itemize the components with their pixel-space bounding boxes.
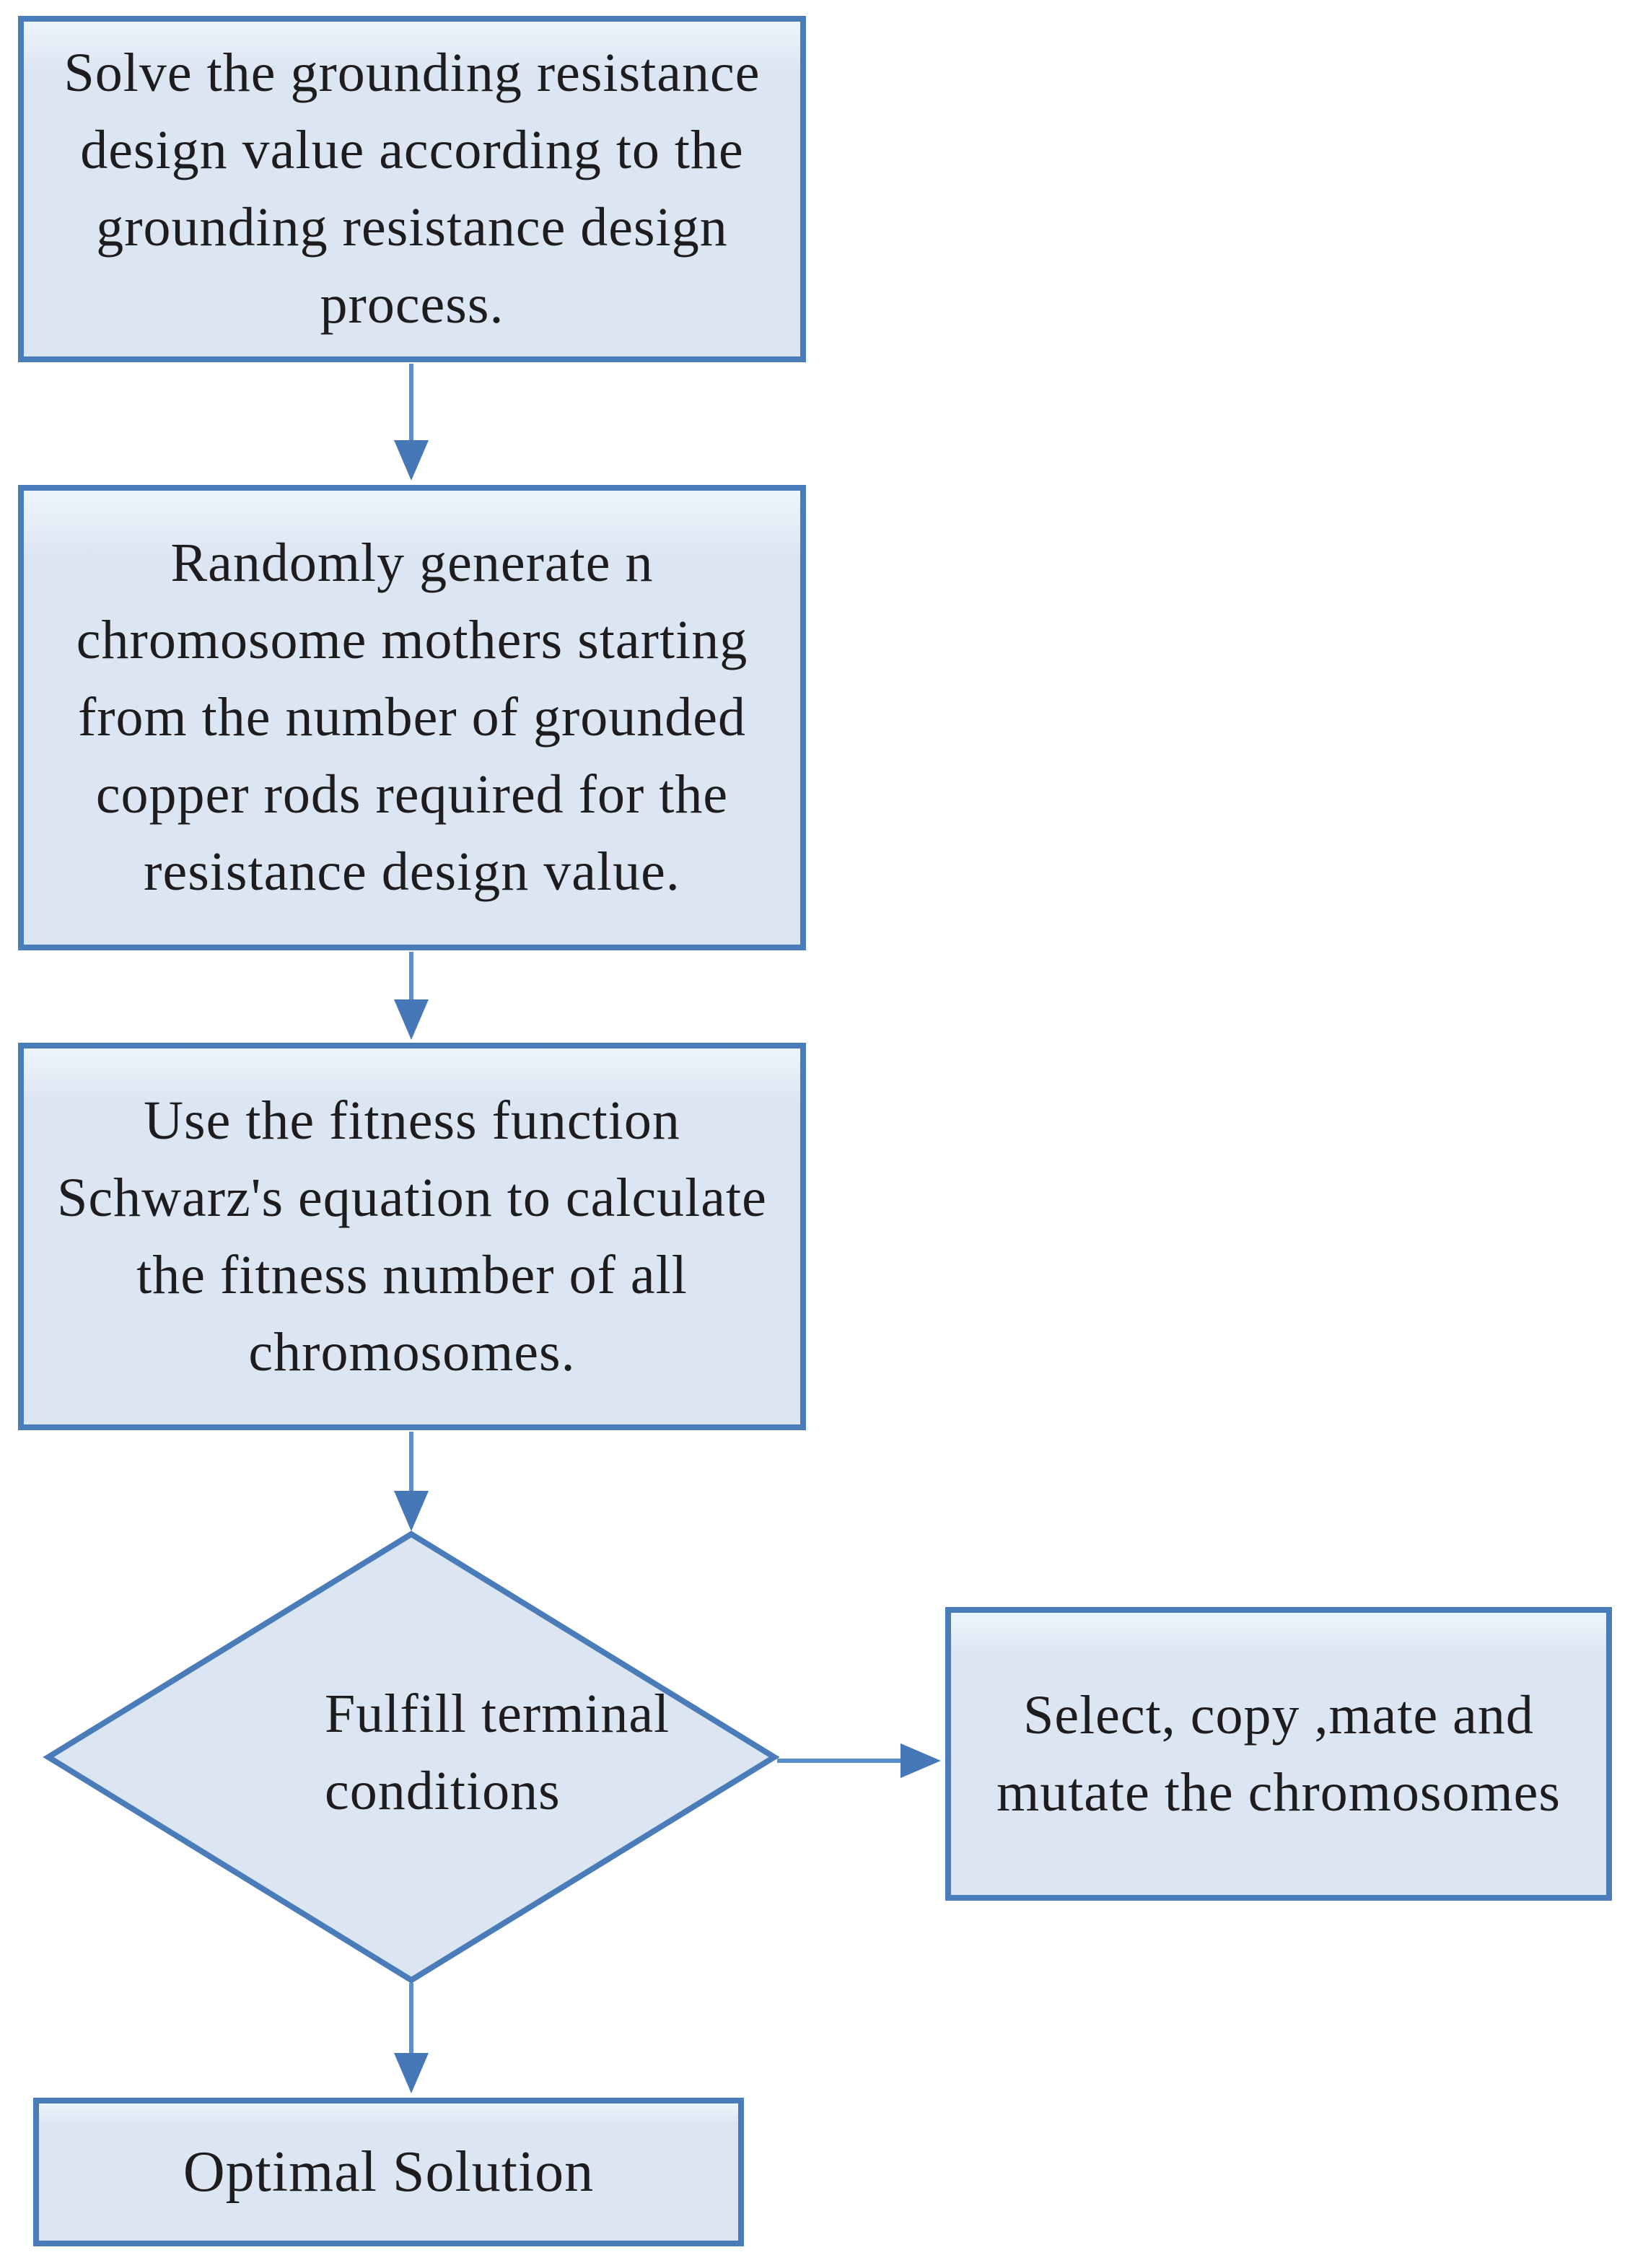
- arrow-decision-mutate-head: [901, 1743, 941, 1778]
- arrow-decision-optimal-head: [394, 2053, 429, 2093]
- node-randomly-generate-chromosomes: Randomly generate n chromosome mothers s…: [18, 485, 806, 950]
- node-fitness-function: Use the fitness function Schwarz's equat…: [18, 1043, 806, 1430]
- node-solve-grounding-resistance: Solve the grounding resistance design va…: [18, 16, 806, 362]
- node-optimal-solution: Optimal Solution: [33, 2098, 744, 2246]
- node-select-copy-mate-mutate: Select, copy ,mate and mutate the chromo…: [945, 1607, 1612, 1901]
- node-generate-label: Randomly generate n chromosome mothers s…: [76, 533, 748, 902]
- arrow-fitness-decision-head: [394, 1491, 429, 1531]
- arrow-solve-generate-head: [394, 440, 429, 481]
- arrow-generate-fitness-head: [394, 999, 429, 1040]
- node-mutate-label: Select, copy ,mate and mutate the chromo…: [996, 1684, 1561, 1823]
- node-solve-label: Solve the grounding resistance design va…: [63, 43, 761, 335]
- node-decision-label: Fulfill terminal conditions: [325, 1684, 670, 1821]
- node-optimal-label: Optimal Solution: [183, 2140, 595, 2204]
- node-fitness-label: Use the fitness function Schwarz's equat…: [57, 1090, 767, 1383]
